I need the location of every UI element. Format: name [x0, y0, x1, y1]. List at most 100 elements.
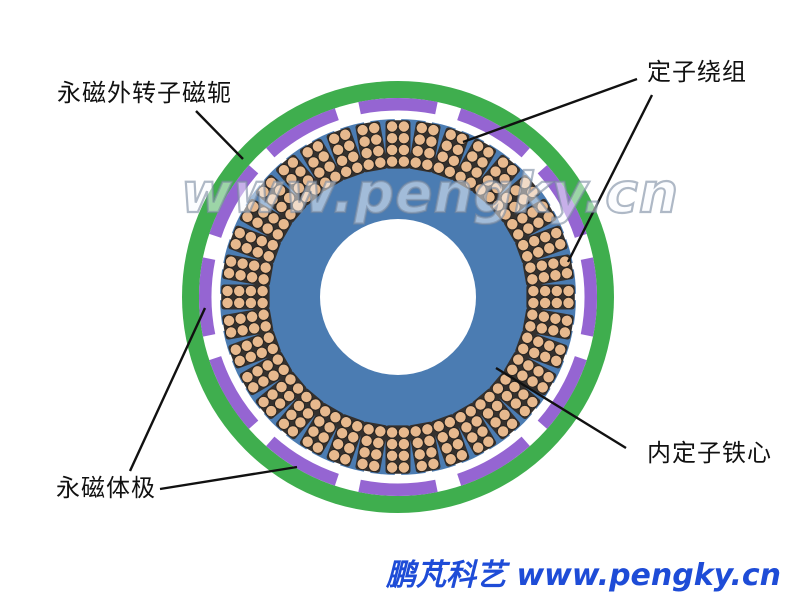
- winding-wire: [323, 160, 336, 173]
- winding-wire: [500, 191, 513, 204]
- winding-slot: [276, 388, 324, 440]
- leader-rotor-yoke: [195, 110, 244, 160]
- winding-wire: [223, 267, 236, 280]
- winding-slot: [504, 198, 559, 243]
- slot-opening: [573, 293, 581, 301]
- winding-wire: [532, 246, 545, 259]
- label-magnet-pole: 永磁体极: [56, 475, 156, 502]
- winding-wire: [259, 320, 272, 333]
- winding-wire: [497, 425, 510, 438]
- leader-stator-winding-2: [566, 94, 654, 263]
- winding-wire: [549, 269, 562, 282]
- winding-wire: [472, 140, 485, 153]
- winding-wire: [528, 346, 541, 359]
- winding-wire: [436, 431, 449, 444]
- winding-wire: [332, 438, 345, 451]
- winding-wire: [550, 285, 563, 298]
- winding-slot: [452, 403, 497, 458]
- winding-wire: [447, 154, 460, 167]
- winding-wire: [277, 417, 290, 430]
- winding-wire: [372, 436, 385, 449]
- winding-wire: [550, 227, 563, 240]
- winding-wire: [251, 335, 264, 348]
- winding-wire: [223, 314, 236, 327]
- magnet-pole-segment: [209, 356, 259, 429]
- winding-wire: [397, 132, 410, 145]
- winding-slot: [431, 123, 470, 180]
- winding-wire: [537, 271, 550, 284]
- winding-wire: [512, 353, 525, 366]
- winding-wire: [482, 407, 495, 420]
- winding-wire: [233, 296, 246, 309]
- winding-wire: [444, 453, 457, 466]
- winding-wire: [307, 425, 320, 438]
- winding-wire: [427, 124, 440, 137]
- winding-slot: [299, 403, 344, 458]
- winding-wire: [526, 396, 539, 409]
- winding-wire: [256, 296, 269, 309]
- winding-wire: [277, 164, 290, 177]
- winding-wire: [443, 416, 456, 429]
- winding-wire: [244, 296, 257, 309]
- winding-wire: [397, 120, 410, 133]
- magnet-pole-segment: [580, 257, 597, 337]
- winding-wire: [233, 285, 246, 298]
- winding-wire: [368, 459, 381, 472]
- winding-slot: [385, 425, 411, 480]
- winding-wire: [535, 322, 548, 335]
- winding-slot: [385, 114, 411, 169]
- winding-wire: [240, 242, 253, 255]
- winding-wire: [543, 339, 556, 352]
- magnet-pole-segment: [266, 436, 339, 486]
- winding-wire: [482, 435, 495, 448]
- winding-wire: [221, 285, 234, 298]
- winding-wire: [413, 448, 426, 461]
- winding-wire: [257, 206, 270, 219]
- winding-slot: [355, 116, 388, 173]
- winding-wire: [233, 227, 246, 240]
- winding-wire: [319, 176, 332, 189]
- winding-wire: [421, 423, 434, 436]
- winding-wire: [285, 408, 298, 421]
- winding-wire: [368, 122, 381, 135]
- winding-wire: [547, 324, 560, 337]
- winding-wire: [542, 210, 555, 223]
- winding-wire: [225, 326, 238, 339]
- winding-wire: [301, 174, 314, 187]
- winding-slot: [326, 123, 365, 180]
- winding-wire: [526, 375, 539, 388]
- winding-wire: [300, 191, 313, 204]
- winding-slot: [515, 225, 572, 264]
- winding-wire: [436, 150, 449, 163]
- winding-wire: [262, 250, 275, 263]
- winding-wire: [343, 139, 356, 152]
- winding-wire: [247, 381, 260, 394]
- winding-wire: [506, 417, 519, 430]
- winding-wire: [248, 259, 261, 272]
- winding-wire: [491, 182, 504, 195]
- winding-wire: [236, 257, 249, 270]
- winding-wire: [251, 216, 264, 229]
- winding-wire: [225, 255, 238, 268]
- winding-wire: [301, 146, 314, 159]
- winding-slot: [255, 175, 307, 223]
- winding-wire: [277, 363, 290, 376]
- winding-wire: [517, 239, 530, 252]
- winding-wire: [265, 176, 278, 189]
- winding-wire: [466, 150, 479, 163]
- winding-slot: [355, 421, 388, 478]
- winding-wire: [413, 133, 426, 146]
- winding-wire: [517, 193, 530, 206]
- winding-wire: [374, 425, 387, 438]
- winding-wire: [336, 154, 349, 167]
- winding-wire: [425, 446, 438, 459]
- winding-wire: [415, 122, 428, 135]
- winding-wire: [397, 143, 410, 156]
- winding-wire: [323, 421, 336, 434]
- winding-wire: [550, 354, 563, 367]
- winding-wire: [386, 438, 399, 451]
- winding-wire: [241, 371, 254, 384]
- winding-wire: [311, 441, 324, 454]
- winding-wire: [526, 206, 539, 219]
- winding-wire: [248, 322, 261, 335]
